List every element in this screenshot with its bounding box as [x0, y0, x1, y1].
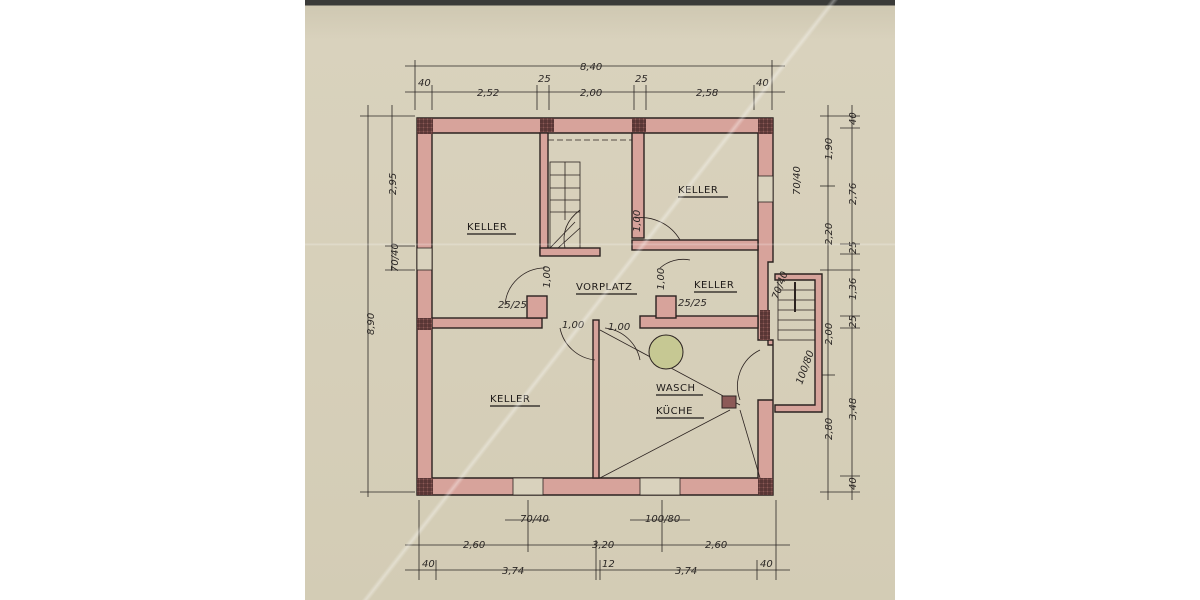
stair-window-dim: 70/40: [770, 270, 790, 301]
left-dimension-lines: [360, 105, 415, 497]
dim-left-seg: 70/40: [390, 243, 401, 272]
dim-bottom-seg: 3,20: [592, 540, 614, 551]
floor-plan-drawing: 8,40 40 2,52 25 2,00 25 2,58 40 8,90 2,9…: [360, 60, 860, 580]
dim-top-seg: 2,52: [477, 88, 499, 99]
room-label-vorplatz: VORPLATZ: [576, 282, 632, 293]
room-label-keller-nw: KELLER: [467, 222, 507, 233]
floor-plan-sheet: 8,40 40 2,52 25 2,00 25 2,58 40 8,90 2,9…: [305, 0, 895, 600]
dim-right-outer: 25: [848, 315, 859, 328]
dim-window: 100/80: [645, 514, 680, 525]
dim-top-seg: 25: [538, 74, 551, 85]
dim-top-seg: 40: [418, 78, 431, 89]
dim-right-seg: 2,80: [824, 418, 835, 440]
dim-right-outer: 40: [848, 112, 859, 125]
dim-right-outer: 25: [848, 241, 859, 254]
dim-top-seg: 2,00: [580, 88, 602, 99]
dim-right-seg: 2,20: [824, 223, 835, 245]
dim-bottom-seg: 40: [760, 559, 773, 570]
room-label-keller-sw: KELLER: [490, 394, 530, 405]
dim-bottom-seg: 3,74: [502, 566, 524, 577]
room-label-keller-ne: KELLER: [678, 185, 718, 196]
bottom-dimension-lines: [405, 500, 790, 580]
door-width: 1,00: [632, 210, 643, 232]
dim-top-seg: 25: [635, 74, 648, 85]
dim-bottom-seg: 2,60: [705, 540, 727, 551]
door-width: 1,00: [656, 268, 667, 290]
dim-left-total: 8,90: [366, 313, 377, 335]
interior-staircase: [548, 139, 632, 249]
top-dimension-lines: [405, 60, 785, 110]
room-label-wasch: WASCH: [656, 383, 696, 394]
drain-icon: [721, 395, 737, 409]
dim-right-outer: 40: [848, 477, 859, 490]
walls: [416, 117, 823, 496]
dim-right-outer: 3,48: [848, 398, 859, 420]
dim-top-seg: 2,58: [696, 88, 718, 99]
dim-bottom-seg: 2,60: [463, 540, 485, 551]
dim-top-total: 8,40: [580, 62, 602, 73]
dim-bottom-seg: 3,74: [675, 566, 697, 577]
exterior-staircase: [777, 279, 816, 341]
room-label-keller-small: KELLER: [694, 280, 734, 291]
windows: [416, 175, 774, 496]
dim-right-seg: 70/40: [792, 166, 803, 195]
right-dimension-lines: [820, 105, 860, 500]
chimney-size: 25/25: [678, 298, 707, 309]
dim-window: 70/40: [520, 514, 549, 525]
dim-bottom-seg: 12: [602, 559, 615, 570]
room-labels: KELLER KELLER VORPLATZ KELLER KELLER WAS…: [467, 185, 737, 419]
dim-top-seg: 40: [756, 78, 769, 89]
dim-right-outer: 1,36: [848, 278, 859, 300]
dim-right-outer: 2,76: [848, 183, 859, 205]
stair-window-dim: 100/80: [794, 349, 816, 386]
door-width: 1,00: [562, 320, 584, 331]
dim-right-seg: 1,90: [824, 138, 835, 160]
boiler-icon: [648, 334, 684, 370]
room-label-kueche: KÜCHE: [656, 404, 693, 417]
chimney-size: 25/25: [498, 300, 527, 311]
door-width: 1,00: [608, 322, 630, 333]
dim-right-seg: 2,00: [824, 323, 835, 345]
dim-bottom-seg: 40: [422, 559, 435, 570]
dim-left-seg: 2,95: [388, 173, 399, 195]
door-width: 1,00: [542, 266, 553, 288]
